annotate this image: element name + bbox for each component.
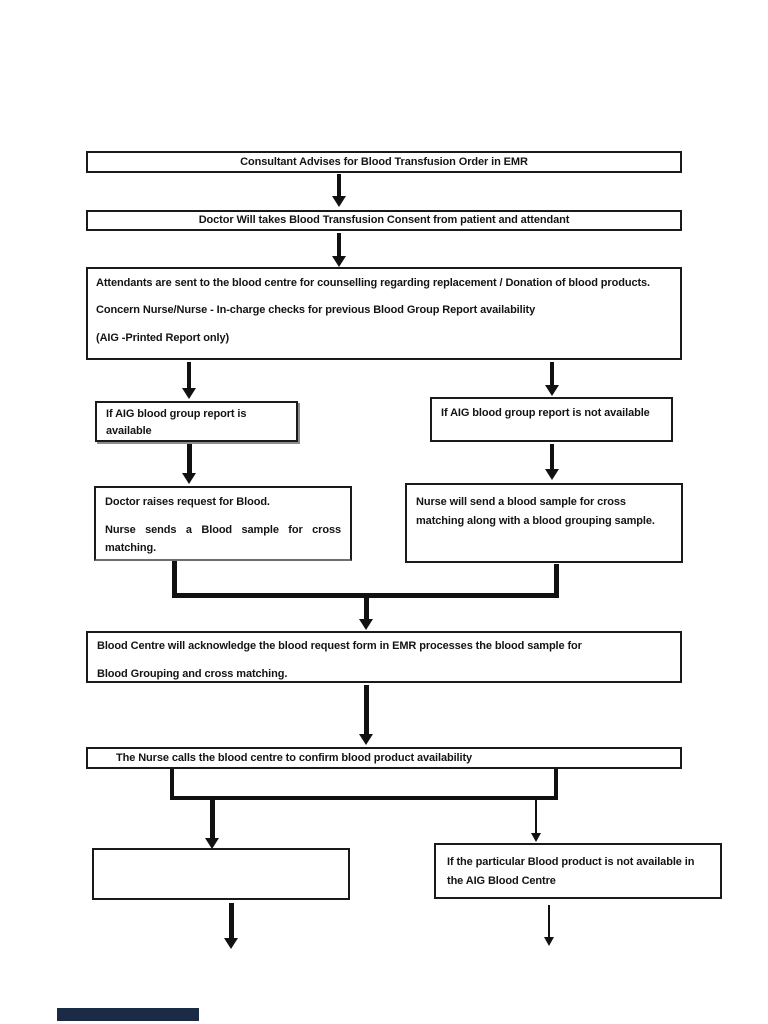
flow-node-consent: Doctor Will takes Blood Transfusion Cons… xyxy=(86,210,682,231)
flow-node-counselling: Attendants are sent to the blood centre … xyxy=(86,267,682,360)
flow-node-paragraph: Nurse sends a Blood sample for cross mat… xyxy=(105,524,341,554)
merge-connector-horizontal xyxy=(172,593,559,598)
split-connector-left xyxy=(170,769,174,800)
flow-node-label: If the particular Blood product is not a… xyxy=(447,856,695,887)
arrow-order-to-consent xyxy=(332,174,346,207)
footer-redaction-bar xyxy=(57,1008,199,1021)
flow-node-paragraph: Doctor raises request for Blood. xyxy=(105,496,270,508)
flow-node-line: Blood Centre will acknowledge the blood … xyxy=(97,640,582,652)
arrow-split-to-empty-box xyxy=(205,800,219,849)
arrow-counselling-to-not-available xyxy=(545,362,559,396)
flow-node-doctor-request: Doctor raises request for Blood. Nurse s… xyxy=(94,486,352,561)
flow-node-report-available: If AIG blood group report is available xyxy=(95,401,298,442)
merge-connector-right xyxy=(554,564,559,597)
arrow-acknowledge-to-confirm xyxy=(359,685,373,745)
arrow-consent-to-counselling xyxy=(332,233,346,267)
split-connector-horizontal xyxy=(170,796,558,800)
flow-node-label: If AIG blood group report is not availab… xyxy=(441,407,650,419)
flow-node-label: The Nurse calls the blood centre to conf… xyxy=(116,751,473,764)
arrow-available-to-request xyxy=(182,444,196,484)
flow-node-empty-outcome xyxy=(92,848,350,900)
arrow-empty-box-continue xyxy=(224,903,238,949)
flow-node-acknowledge: Blood Centre will acknowledge the blood … xyxy=(86,631,682,683)
arrow-product-box-continue xyxy=(542,905,556,946)
arrow-merge-to-acknowledge xyxy=(359,597,373,630)
split-connector-right xyxy=(554,769,558,800)
flow-node-report-not-available: If AIG blood group report is not availab… xyxy=(430,397,673,442)
flow-node-label: Nurse will send a blood sample for cross… xyxy=(416,496,655,527)
flow-node-product-not-available: If the particular Blood product is not a… xyxy=(434,843,722,899)
flow-node-label: Doctor Will takes Blood Transfusion Cons… xyxy=(198,214,570,226)
flow-node-label: If AIG blood group report is available xyxy=(106,408,247,437)
flow-node-line: Blood Grouping and cross matching. xyxy=(97,668,288,680)
flow-node-nurse-sample: Nurse will send a blood sample for cross… xyxy=(405,483,683,563)
flow-node-paragraph: Concern Nurse/Nurse - In-charge checks f… xyxy=(96,304,536,316)
flow-node-confirm-availability: The Nurse calls the blood centre to conf… xyxy=(86,747,682,769)
arrow-not-available-to-sample xyxy=(545,444,559,480)
flow-node-paragraph: (AIG -Printed Report only) xyxy=(96,332,230,344)
merge-connector-left xyxy=(172,561,177,597)
flow-node-label: Consultant Advises for Blood Transfusion… xyxy=(240,155,528,168)
flow-node-paragraph: Attendants are sent to the blood centre … xyxy=(96,277,651,289)
arrow-split-to-product-not-available xyxy=(529,800,543,842)
arrow-counselling-to-available xyxy=(182,362,196,399)
flow-node-consultant-order: Consultant Advises for Blood Transfusion… xyxy=(86,151,682,173)
